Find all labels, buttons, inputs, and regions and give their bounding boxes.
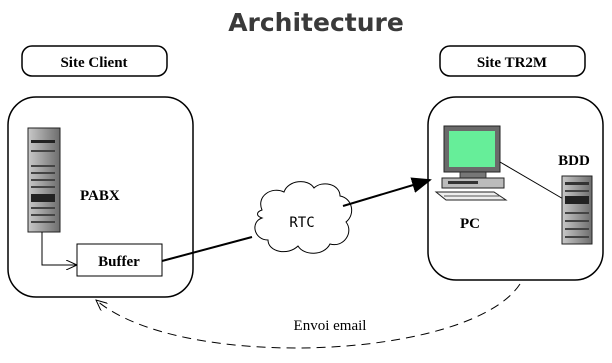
- pc-label: PC: [460, 216, 480, 232]
- email-return-arc: [96, 283, 521, 349]
- pc-screen: [449, 131, 495, 167]
- bdd-server-icon: [561, 175, 593, 245]
- buffer-label: Buffer: [98, 254, 140, 270]
- site-client-header: Site Client: [21, 45, 168, 77]
- buffer-to-rtc-line: [161, 236, 253, 262]
- pabx-label: PABX: [80, 188, 120, 204]
- rtc-label: RTC: [289, 215, 314, 231]
- site-tr2m-header: Site TR2M: [439, 45, 586, 77]
- bdd-label: BDD: [558, 153, 590, 169]
- site-client-region: [7, 96, 194, 298]
- pabx-to-buffer-connector: [41, 232, 77, 265]
- pc-to-bdd-connector: [499, 161, 566, 201]
- rtc-to-pc-arrow: [342, 177, 432, 207]
- pabx-server-icon: [27, 127, 61, 233]
- diagram-title: Architecture: [228, 8, 404, 37]
- buffer-box: Buffer: [76, 243, 163, 277]
- pc-workstation-icon: [434, 125, 508, 201]
- site-client-title: Site Client: [60, 55, 127, 71]
- rtc-cloud-icon: RTC: [254, 181, 353, 254]
- email-label: Envoi email: [294, 318, 367, 334]
- site-tr2m-title: Site TR2M: [477, 55, 547, 71]
